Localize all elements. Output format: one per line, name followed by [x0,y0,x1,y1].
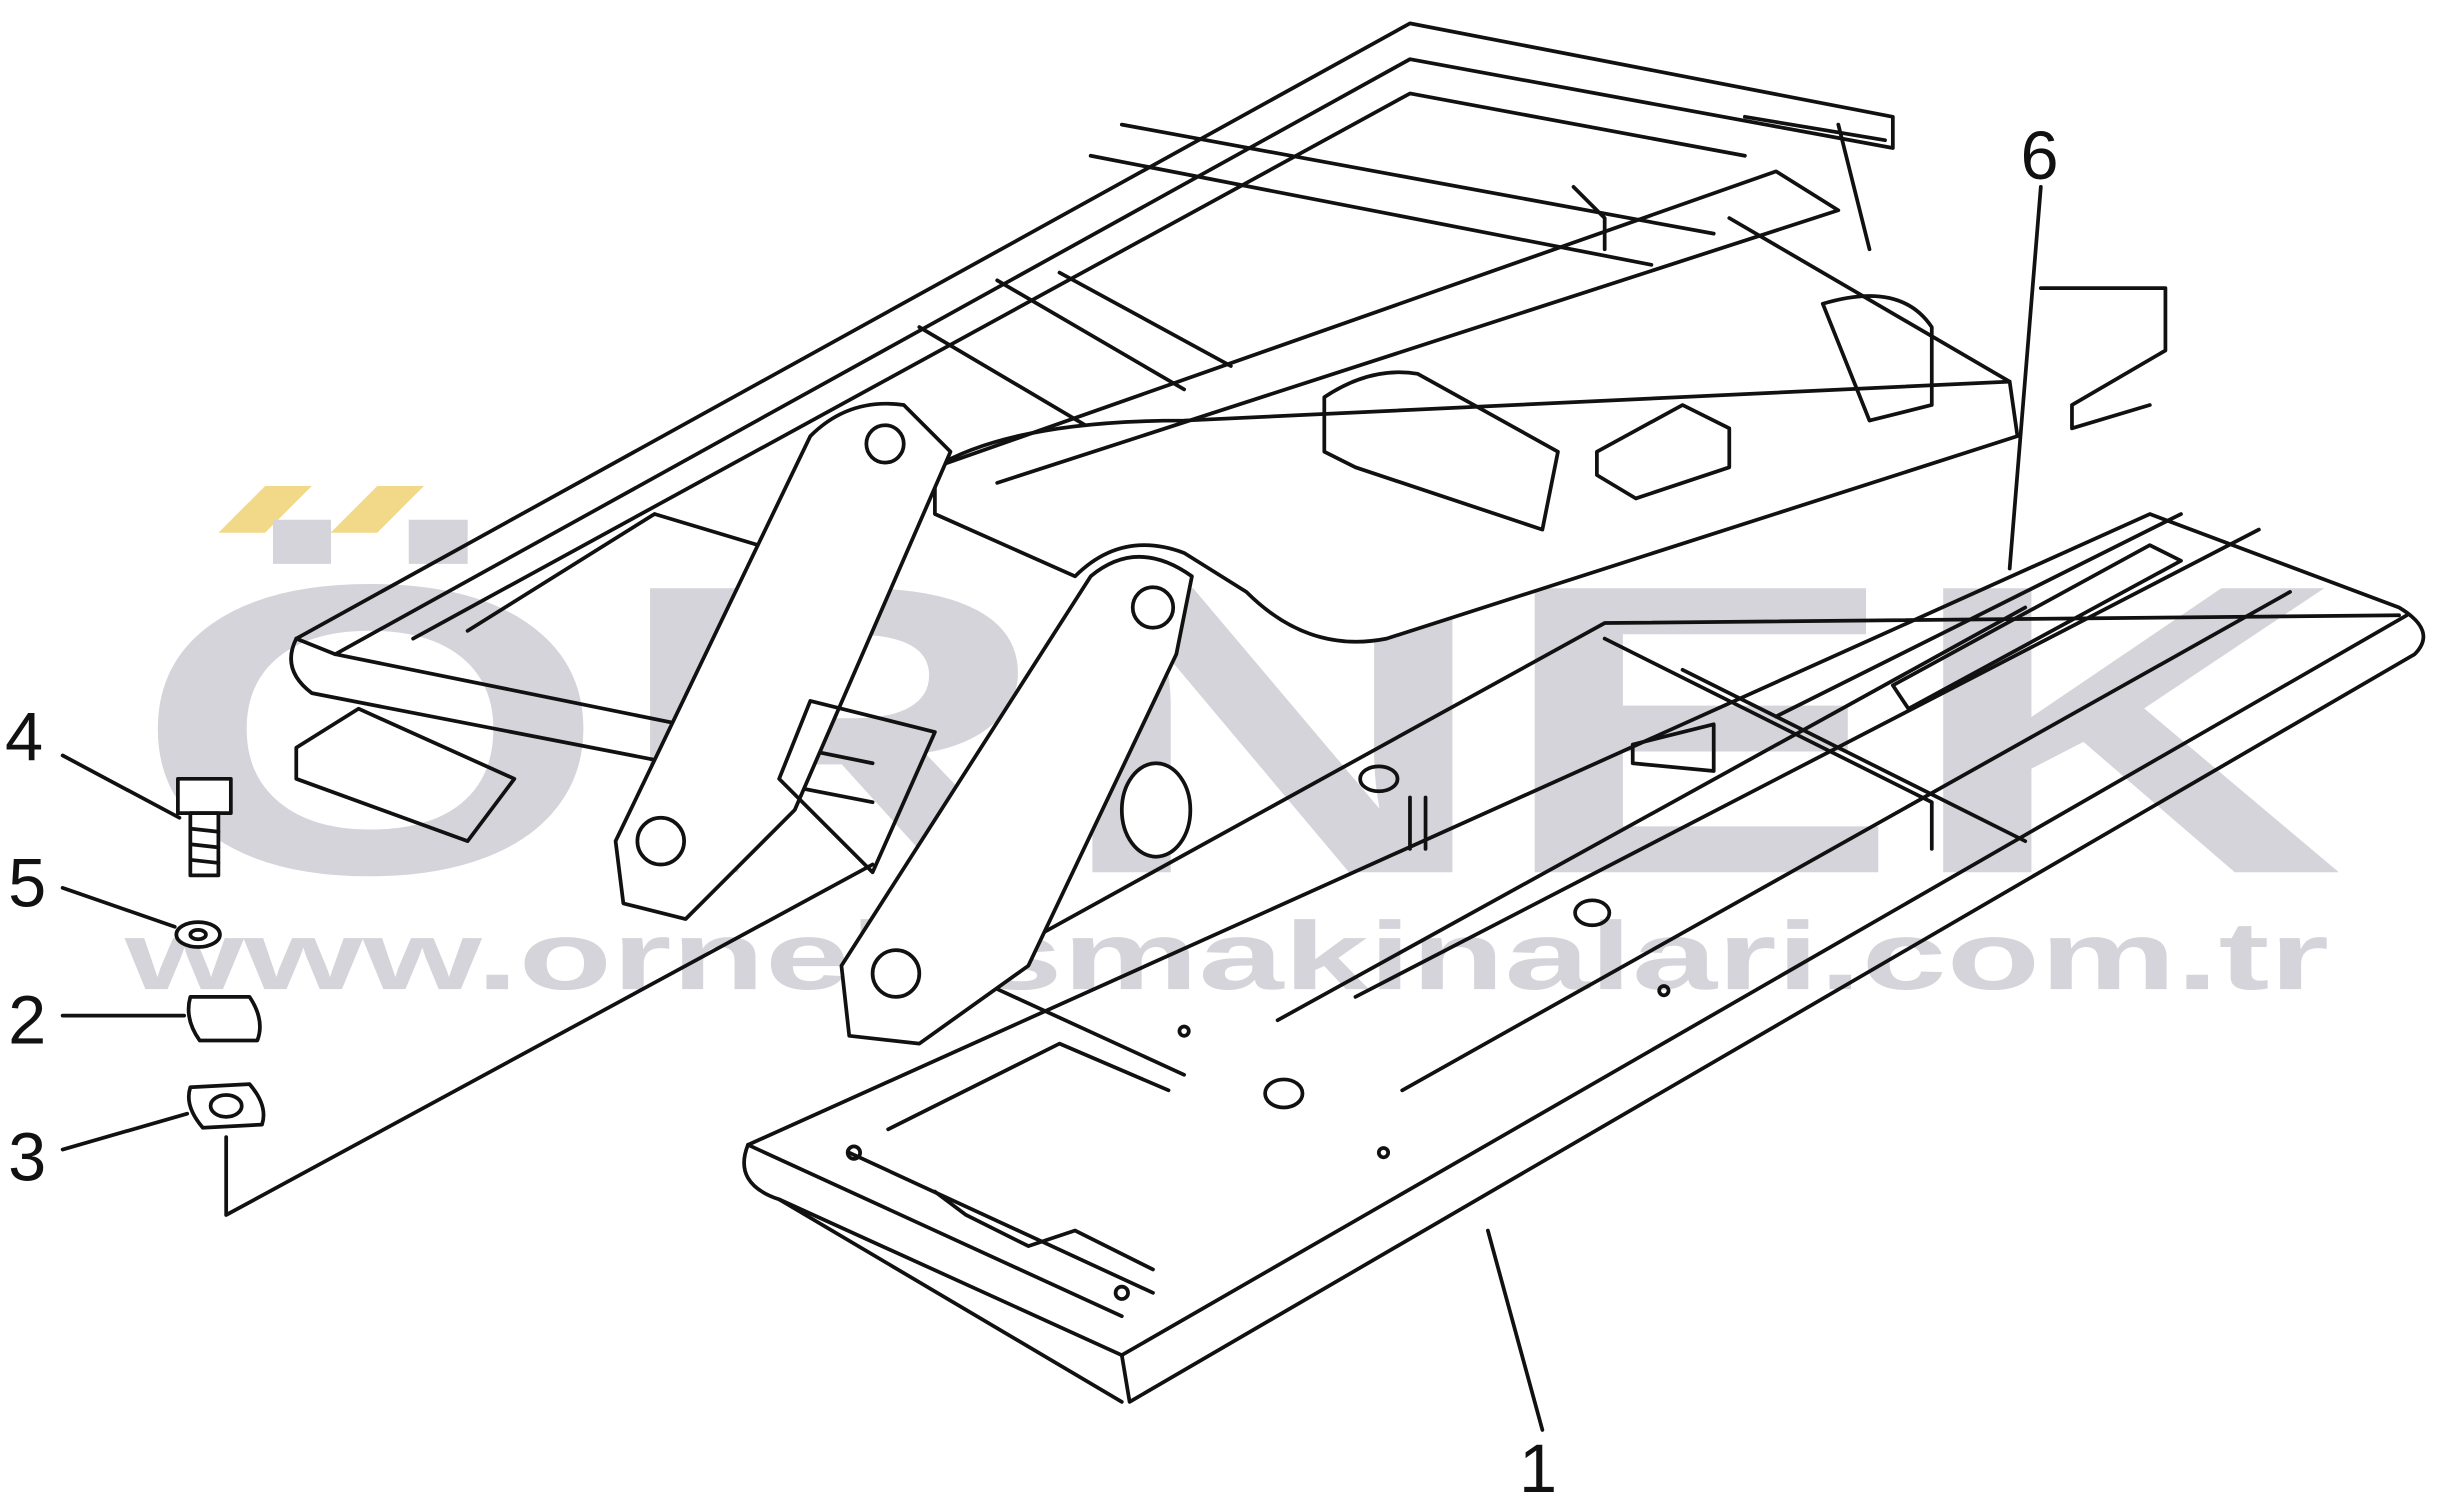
gasket-part-3 [186,1082,266,1130]
boom-bracket [613,169,2020,1046]
leader-lines [60,185,2043,1432]
watermark-umlaut-right [330,485,424,533]
bolt-part-4 [176,776,233,878]
callout-3: 3 [8,1119,46,1196]
watermark-url: www.ornekismakinalari.com.tr [123,903,2329,1010]
loose-parts [174,776,266,1130]
watermark-umlaut-left [218,485,312,533]
right-deck [742,286,2426,1404]
callout-2: 2 [8,982,46,1059]
left-deck [289,21,1895,843]
callout-4: 4 [5,698,43,775]
cover-plate-part-2 [186,995,262,1043]
callout-1: 1 [1519,1430,1557,1500]
callout-5: 5 [8,845,46,922]
callouts: 1 2 3 4 5 6 [5,117,2059,1500]
callout-6: 6 [2021,117,2059,194]
washer-part-5 [174,920,222,949]
